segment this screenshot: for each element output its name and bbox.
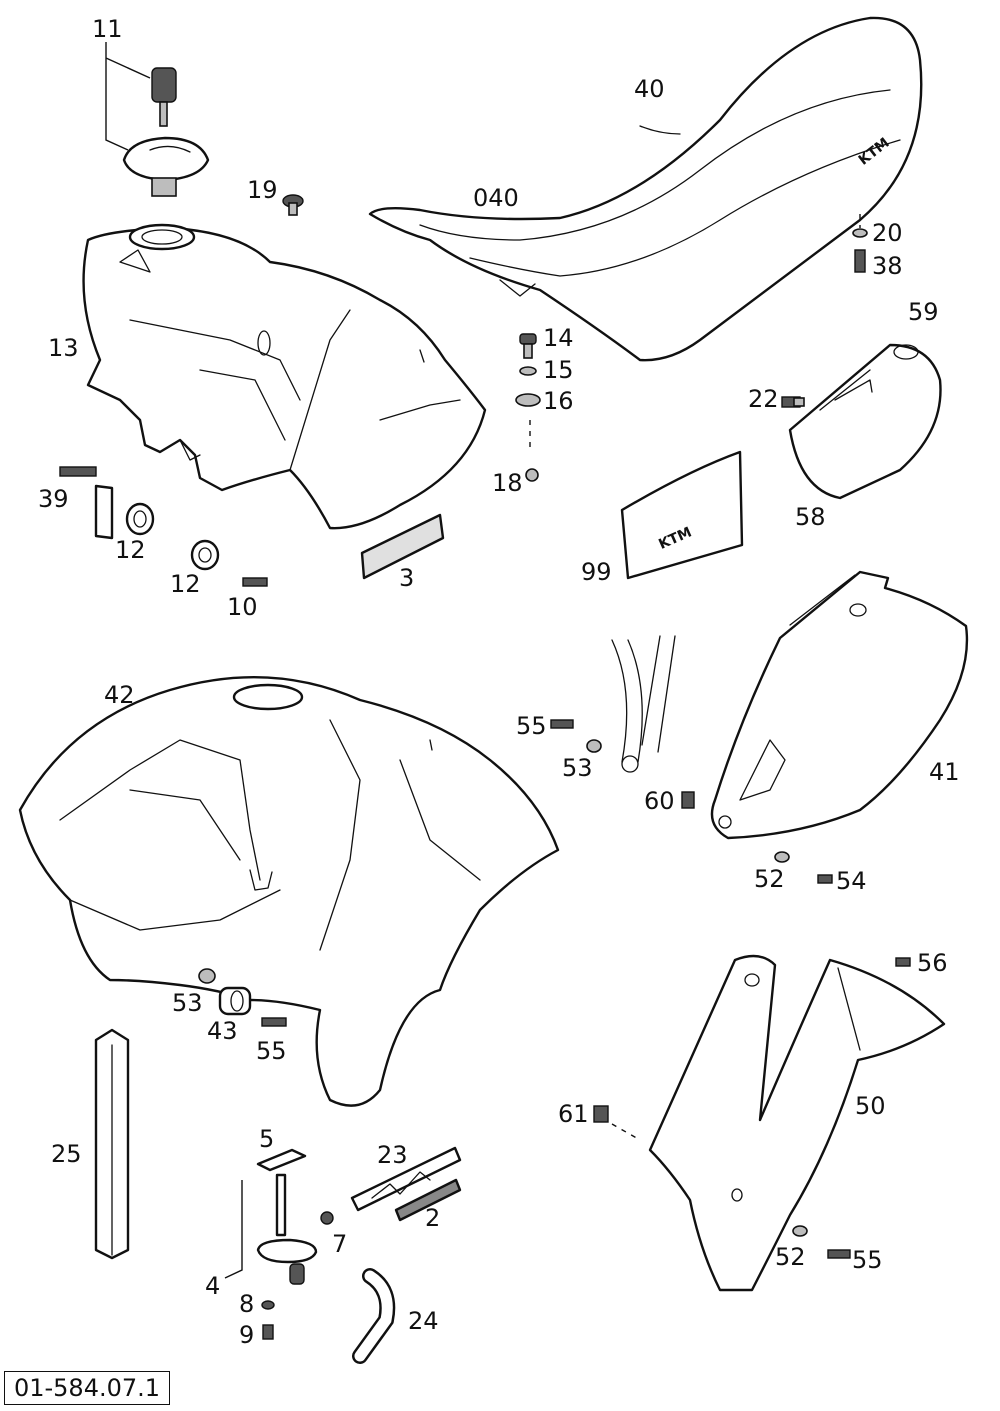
fasteners-53-43-55 [198, 968, 287, 1027]
callout-20: 20 [872, 219, 903, 247]
callout-15: 15 [543, 356, 574, 384]
callout-2: 2 [425, 1204, 440, 1232]
callout-24: 24 [408, 1307, 439, 1335]
callout-52-upper: 52 [754, 865, 785, 893]
callout-55-lower: 55 [852, 1246, 883, 1274]
washer-52-screw-55 [792, 1225, 851, 1259]
fuel-tank-42 [18, 676, 560, 1107]
fasteners-55-53-and-frame [550, 635, 676, 773]
callout-25: 25 [51, 1140, 82, 1168]
hose-23-spring-2-clamp-7 [320, 1146, 462, 1225]
callout-53-lower: 53 [172, 989, 203, 1017]
sticker-99: KTM [620, 450, 744, 580]
callout-14: 14 [543, 324, 574, 352]
callout-040: 040 [473, 184, 519, 212]
fasteners-14-15-16-18 [515, 333, 541, 482]
callout-53-upper: 53 [562, 754, 593, 782]
rubber-strip-25 [94, 1028, 130, 1260]
callout-55-upper: 55 [516, 712, 547, 740]
side-panel-41 [710, 570, 969, 840]
tool-bag-58-59 [781, 343, 942, 500]
callout-55-middle: 55 [256, 1037, 287, 1065]
callout-61: 61 [558, 1100, 589, 1128]
seat: KTM [368, 16, 923, 362]
fuel-tank-13 [82, 223, 487, 530]
callout-52-lower: 52 [775, 1243, 806, 1271]
callout-58: 58 [795, 503, 826, 531]
callout-39: 39 [38, 485, 69, 513]
callout-13: 13 [48, 334, 79, 362]
callout-22: 22 [748, 385, 779, 413]
fasteners-39-12-10 [59, 466, 268, 587]
drawing-code-label: 01-584.07.1 [4, 1371, 170, 1405]
fuel-tap-4 [224, 1148, 318, 1340]
callout-43: 43 [207, 1017, 238, 1045]
callout-60: 60 [644, 787, 675, 815]
callout-7: 7 [332, 1230, 347, 1258]
callout-42: 42 [104, 681, 135, 709]
washer-20-screw-38 [852, 214, 868, 273]
callout-12-upper: 12 [115, 536, 146, 564]
callout-10: 10 [227, 593, 258, 621]
callout-54: 54 [836, 867, 867, 895]
key-and-filler-cap [105, 42, 210, 197]
callout-8: 8 [239, 1290, 254, 1318]
callout-38: 38 [872, 252, 903, 280]
screw-56 [895, 957, 911, 967]
callout-11: 11 [92, 15, 123, 43]
washer-52-screw-54 [774, 851, 833, 884]
callout-19: 19 [247, 176, 278, 204]
clip-60 [681, 791, 695, 809]
screw-19 [282, 194, 304, 216]
callout-16: 16 [543, 387, 574, 415]
callout-18: 18 [492, 469, 523, 497]
sticker-3 [360, 513, 445, 580]
callout-40: 40 [634, 75, 665, 103]
callout-23: 23 [377, 1141, 408, 1169]
callout-3: 3 [399, 564, 414, 592]
callout-4: 4 [205, 1272, 220, 1300]
callout-12-lower: 12 [170, 570, 201, 598]
callout-59: 59 [908, 298, 939, 326]
callout-50: 50 [855, 1092, 886, 1120]
callout-9: 9 [239, 1321, 254, 1349]
callout-56: 56 [917, 949, 948, 977]
callout-99: 99 [581, 558, 612, 586]
callout-5: 5 [259, 1125, 274, 1153]
callout-41: 41 [929, 758, 960, 786]
clip-61 [593, 1105, 641, 1141]
spoiler-50 [648, 954, 946, 1292]
